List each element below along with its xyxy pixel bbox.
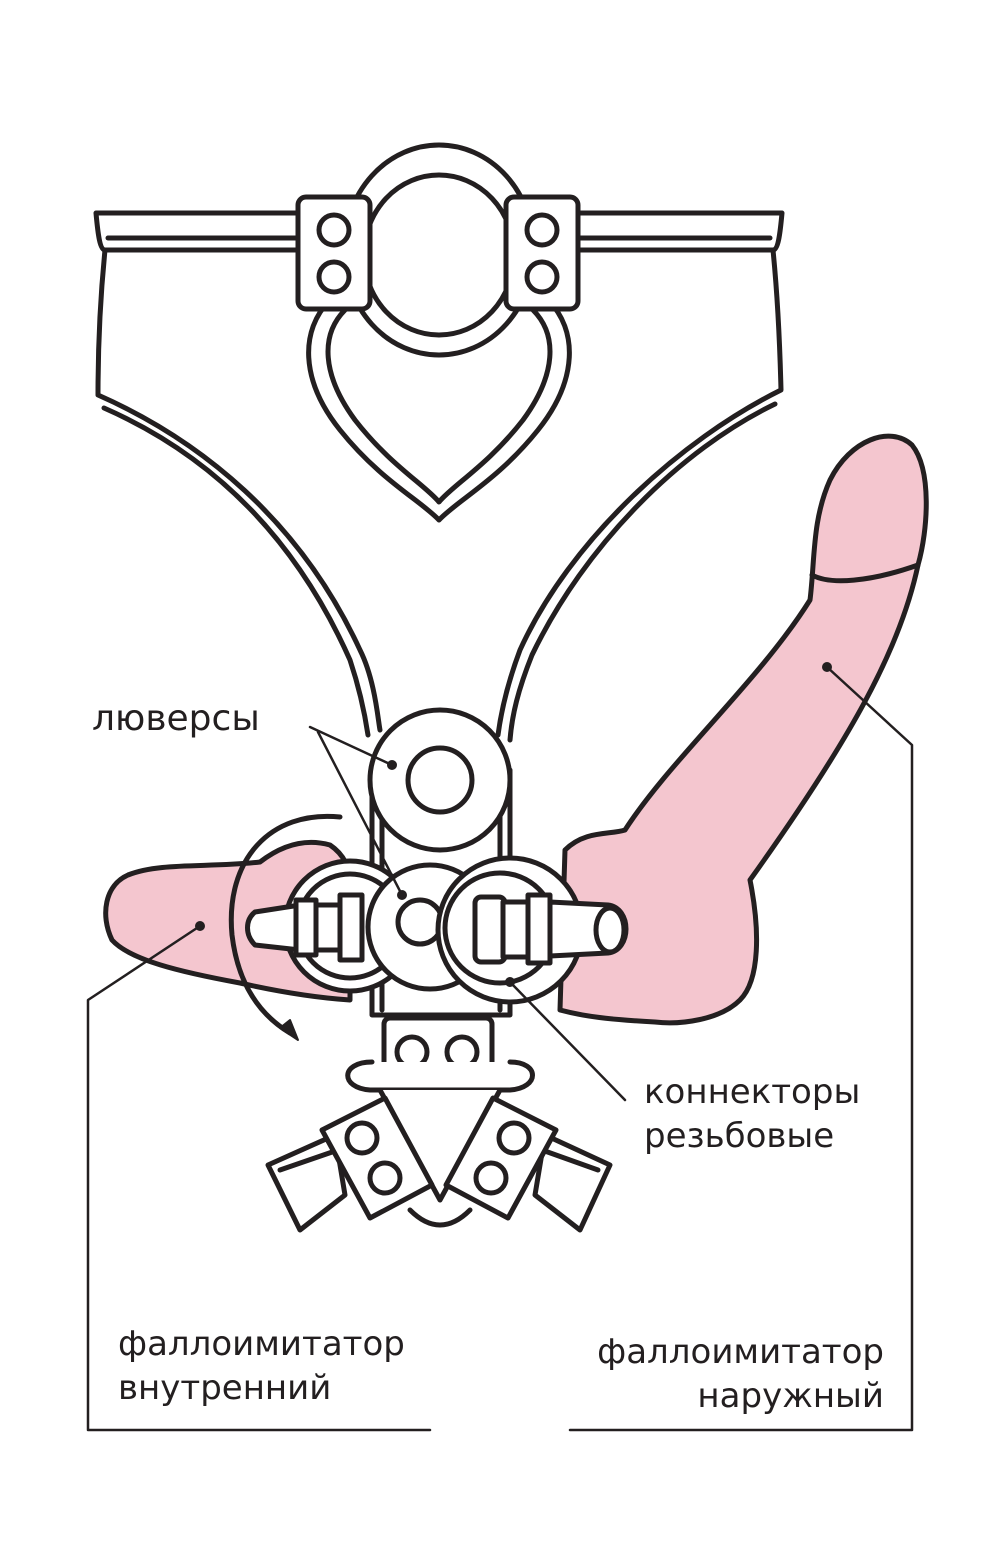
label-outer-dildo: фаллоимитатор наружный [597,1330,884,1418]
threaded-connector-right [435,855,629,1005]
leader-inner [86,924,432,1432]
label-grommets: люверсы [92,697,260,741]
label-connectors-line2: резьбовые [644,1116,835,1156]
label-outer-line2: наружный [697,1376,884,1416]
leg-strap-right [532,1132,613,1233]
leader-grommets-lower [316,730,404,897]
harness-belt [93,210,785,253]
rotation-arrow-icon [228,813,343,1041]
y-strap-connector [345,1059,535,1228]
label-inner-dildo: фаллоимитатор внутренний [118,1322,405,1410]
label-threaded-connectors: коннекторы резьбовые [644,1070,860,1158]
label-outer-line1: фаллоимитатор [597,1332,884,1372]
label-grommets-text: люверсы [92,698,260,739]
leg-strap-left [265,1132,348,1233]
front-shield [306,297,572,523]
external-dildo [557,433,929,1026]
harness-front-panel [95,247,784,743]
internal-dildo [103,839,353,1003]
leader-connectors [508,980,627,1102]
label-inner-line2: внутренний [118,1368,332,1408]
label-inner-line1: фаллоимитатор [118,1324,405,1364]
leader-outer [568,665,914,1432]
belt-buckle-right [503,194,581,312]
leader-grommets-upper [308,725,394,767]
leg-buckle-right [443,1095,559,1221]
leg-buckle-left [319,1095,435,1221]
grommet-upper [367,707,513,853]
label-connectors-line1: коннекторы [644,1072,861,1112]
leader-lines [86,662,914,1432]
belt-buckle-left [295,194,373,312]
